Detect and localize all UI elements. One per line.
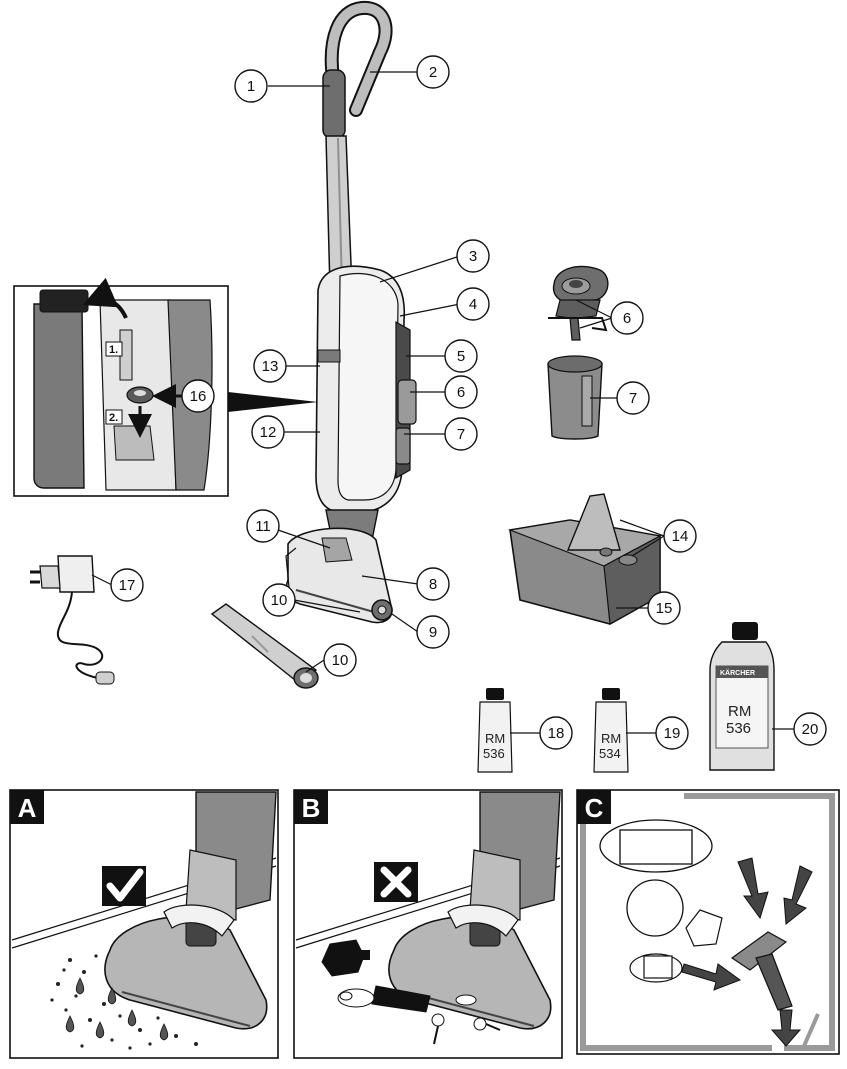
callout-11-number: 11 [255, 518, 271, 535]
callout-7-detached-number: 7 [629, 390, 637, 407]
callout-8: 8 [416, 567, 450, 601]
callout-12-number: 12 [260, 424, 277, 441]
step-2-label: 2. [109, 412, 118, 424]
callout-12: 12 [251, 415, 285, 449]
callout-7: 7 [444, 417, 478, 451]
round-table [626, 879, 684, 937]
power-adapter [30, 555, 115, 685]
callout-15-number: 15 [656, 600, 673, 617]
handle-grip [322, 69, 346, 139]
callout-19: 19 [655, 716, 689, 750]
callout-17: 17 [110, 568, 144, 602]
zoom-pointer [228, 392, 318, 412]
panel-b-label-box [294, 790, 328, 824]
movement-arrows [681, 857, 813, 1047]
parking-station [507, 493, 662, 625]
panel-c-label: C [585, 793, 604, 823]
liquid-drops [65, 977, 169, 1041]
callout-2-number: 2 [429, 64, 437, 81]
callout-11: 11 [246, 509, 280, 543]
bottle-20-line2: 536 [726, 720, 751, 737]
callout-5: 5 [444, 339, 478, 373]
panel-c: C [576, 789, 840, 1055]
cleaning-agent-bottle-19: RM 534 [593, 688, 629, 773]
callout-6: 6 [444, 375, 478, 409]
callout-1: 1 [234, 69, 268, 103]
table-furniture [599, 819, 713, 873]
callout-10-roller: 10 [323, 643, 357, 677]
callout-14-number: 14 [672, 528, 689, 545]
callout-7-detached: 7 [616, 381, 650, 415]
callout-6-detached: 6 [610, 301, 644, 335]
callout-20: 20 [793, 712, 827, 746]
callout-10-head-number: 10 [271, 592, 288, 609]
cleaning-agent-bottle-20: KÄRCHER RM 536 [709, 622, 775, 771]
inset-detail-panel: 1. 2. [13, 277, 318, 497]
floor-cleaner-device [285, 0, 417, 624]
removed-cartridge [33, 303, 85, 489]
callout-15: 15 [647, 591, 681, 625]
callout-5-number: 5 [457, 348, 465, 365]
spare-roller [210, 603, 319, 689]
callout-6-number: 6 [457, 384, 465, 401]
bottle-20-line1: RM [728, 703, 751, 720]
callout-2: 2 [416, 55, 450, 89]
bottle-19-line1: RM [601, 731, 621, 746]
callout-13: 13 [253, 349, 287, 383]
callout-8-number: 8 [429, 576, 437, 593]
rotate-arrow-icon [82, 277, 128, 319]
fresh-water-tank-slot [397, 379, 417, 425]
water-tank-part [547, 355, 603, 440]
panel-a-label: A [18, 793, 37, 823]
bottle-18-line1: RM [485, 731, 505, 746]
bottle-19-line2: 534 [599, 746, 621, 761]
callout-18-number: 18 [548, 725, 565, 742]
callout-14: 14 [663, 519, 697, 553]
callout-10-roller-number: 10 [332, 652, 349, 669]
dirt-particles [50, 954, 198, 1050]
tank-lid-part [548, 265, 609, 341]
callout-4: 4 [456, 287, 490, 321]
callout-7-number: 7 [457, 426, 465, 443]
callout-3-number: 3 [469, 248, 477, 265]
bottle-20-brand: KÄRCHER [720, 669, 755, 677]
callout-13-number: 13 [262, 358, 279, 375]
panel-b-label: B [302, 793, 321, 823]
device-in-room [730, 931, 793, 1011]
callout-10-head: 10 [262, 583, 296, 617]
callout-17-number: 17 [119, 577, 136, 594]
chair-2 [629, 953, 683, 983]
callout-16: 16 [181, 379, 215, 413]
panel-a-label-box [10, 790, 44, 824]
callout-9-number: 9 [429, 624, 437, 641]
cleaning-agent-bottle-18: RM 536 [477, 688, 513, 773]
callout-4-number: 4 [469, 296, 477, 313]
panel-c-label-box [577, 790, 611, 824]
debris-items [321, 939, 501, 1045]
panel-a: A [9, 789, 279, 1059]
bottle-18-line2: 536 [483, 746, 505, 761]
callout-20-number: 20 [802, 721, 819, 738]
panel-b: B [293, 789, 563, 1059]
chair-1 [685, 909, 723, 947]
callout-6-detached-number: 6 [623, 310, 631, 327]
callout-leaders [91, 71, 794, 734]
callout-9: 9 [416, 615, 450, 649]
callout-18: 18 [539, 716, 573, 750]
callout-1-number: 1 [247, 78, 255, 95]
callout-16-number: 16 [190, 388, 207, 405]
callout-19-number: 19 [664, 725, 681, 742]
step-1-label: 1. [109, 344, 118, 356]
callout-3: 3 [456, 239, 490, 273]
